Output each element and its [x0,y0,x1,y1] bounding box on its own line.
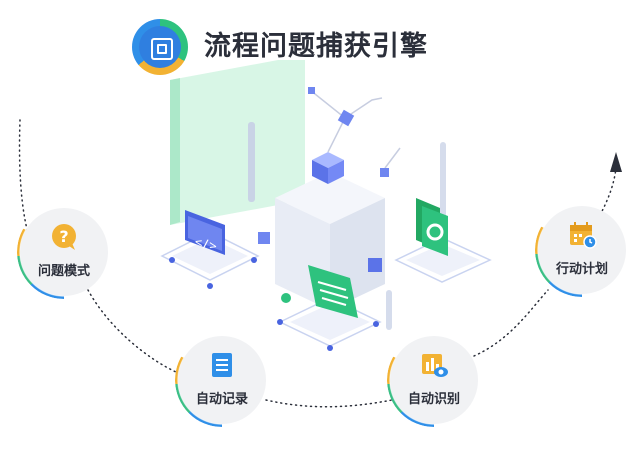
flow-arrow-icon [610,152,622,172]
document-icon [308,265,358,318]
list-icon [212,353,232,377]
node-problem-mode: ? 问题模式 [17,205,111,299]
page-title: 流程问题捕获引擎 [204,31,428,62]
code-icon: </> [185,210,225,255]
calendar-clock-icon [570,222,597,249]
node-auto-record: 自动记录 [175,333,269,427]
glass-panel [170,60,305,225]
svg-text:?: ? [59,227,68,246]
chart-eye-icon [422,354,448,377]
node-label: 自动识别 [407,392,460,407]
node-label: 问题模式 [37,264,90,279]
gear-icon [416,198,448,256]
chip-logo-icon [132,19,188,75]
svg-text:</>: </> [195,234,217,253]
central-illustration: </> [150,60,510,360]
question-icon: ? [52,224,76,250]
node-label: 行动计划 [555,262,608,277]
node-label: 自动记录 [195,392,248,407]
node-action-plan: 行动计划 [535,203,629,297]
node-auto-identify: 自动识别 [387,333,481,427]
